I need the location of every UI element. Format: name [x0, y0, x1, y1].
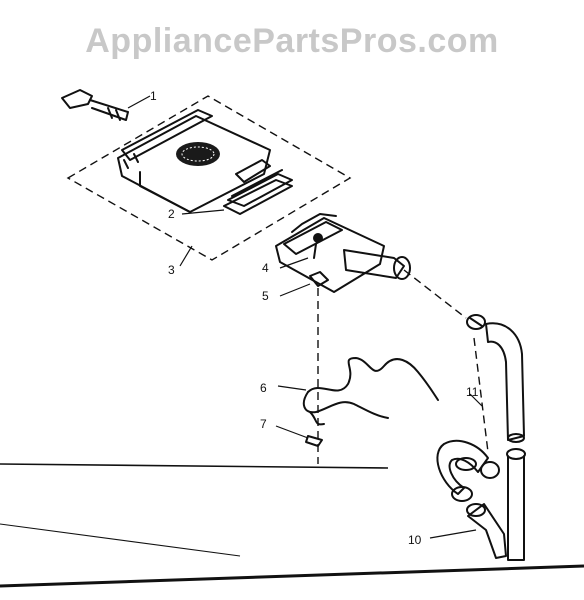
callout-10[interactable]: 10 [408, 533, 422, 547]
hose-clamp-lower[interactable] [480, 461, 500, 479]
part-1-clip[interactable] [61, 89, 129, 121]
callout-5[interactable]: 5 [262, 289, 269, 303]
site-watermark: AppliancePartsPros.com [85, 22, 499, 60]
leader-11 [469, 393, 483, 407]
callout-1[interactable]: 1 [150, 89, 157, 103]
leader-3 [179, 245, 193, 267]
part-5-clip[interactable] [309, 271, 329, 287]
callout-7[interactable]: 7 [260, 417, 267, 431]
alignment-line-hose [403, 269, 467, 319]
part-3-tray[interactable] [117, 109, 271, 213]
grille-pattern [176, 142, 220, 166]
part-7-tie[interactable] [305, 435, 323, 447]
leader-5 [279, 283, 311, 297]
callout-4[interactable]: 4 [262, 261, 269, 275]
duct-housing[interactable] [275, 213, 411, 293]
assembly-3-boundary [66, 95, 352, 261]
part-4-screw[interactable] [313, 233, 323, 259]
part-6-wire[interactable] [302, 357, 439, 426]
alignment-line-clamp [473, 337, 489, 453]
part-2-seal[interactable] [223, 169, 293, 215]
cabinet-edge-lower [0, 523, 241, 557]
cabinet-base-line [0, 564, 584, 588]
drain-pipe-vertical[interactable] [506, 448, 526, 561]
leader-4 [279, 257, 309, 269]
hose-clamp-upper[interactable] [466, 314, 486, 330]
callout-2[interactable]: 2 [168, 207, 175, 221]
cabinet-edge-upper [0, 463, 389, 469]
leader-7 [275, 425, 309, 439]
leader-6 [277, 385, 307, 391]
leader-10 [429, 529, 477, 539]
hose-upper-elbow[interactable] [485, 322, 525, 443]
callout-6[interactable]: 6 [260, 381, 267, 395]
leader-1 [127, 95, 151, 109]
callout-11[interactable]: 11 [466, 385, 479, 399]
leader-2 [181, 209, 225, 215]
callout-3[interactable]: 3 [168, 263, 175, 277]
part-10-hose[interactable] [466, 503, 507, 559]
